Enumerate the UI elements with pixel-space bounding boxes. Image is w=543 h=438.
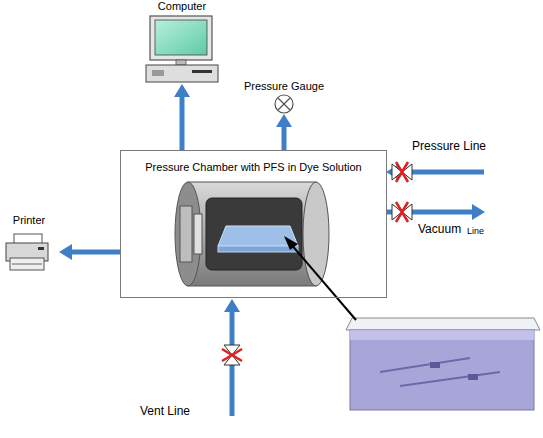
printer-node: Printer — [0, 214, 59, 290]
valve-symbol — [222, 345, 242, 365]
connector-line — [282, 125, 287, 150]
arrow-head — [174, 84, 190, 97]
arrow-head — [276, 114, 292, 127]
line-label: Pressure Line — [412, 139, 486, 153]
node-label: Pressure Gauge — [243, 80, 325, 93]
node-label: Printer — [0, 214, 59, 227]
pointer-arrow — [284, 236, 356, 320]
gauge-symbol — [275, 95, 293, 113]
computer-icon — [146, 16, 218, 82]
signal-arrow — [276, 114, 292, 150]
line-label: Vent Line — [140, 404, 190, 418]
printer-icon — [6, 234, 48, 270]
connector-line — [70, 250, 120, 255]
node-label: Pressure Chamber with PFS in Dye Solutio… — [121, 161, 386, 174]
line-label: Line — [467, 226, 484, 236]
connector-line — [180, 95, 185, 150]
process-box: Pressure Chamber with PFS in Dye Solutio… — [120, 150, 387, 298]
valve-symbol — [392, 162, 412, 182]
signal-arrow — [59, 244, 120, 260]
node-label: Computer — [137, 0, 227, 13]
gauge-node: Pressure Gauge — [243, 80, 325, 114]
valve-symbol — [392, 202, 412, 222]
chamber-cylinder — [175, 182, 329, 286]
signal-arrow — [174, 84, 190, 150]
line-label: Vacuum — [418, 222, 461, 236]
dye-tray — [346, 318, 540, 410]
arrow-head — [59, 244, 72, 260]
computer-node: Computer — [137, 0, 227, 84]
